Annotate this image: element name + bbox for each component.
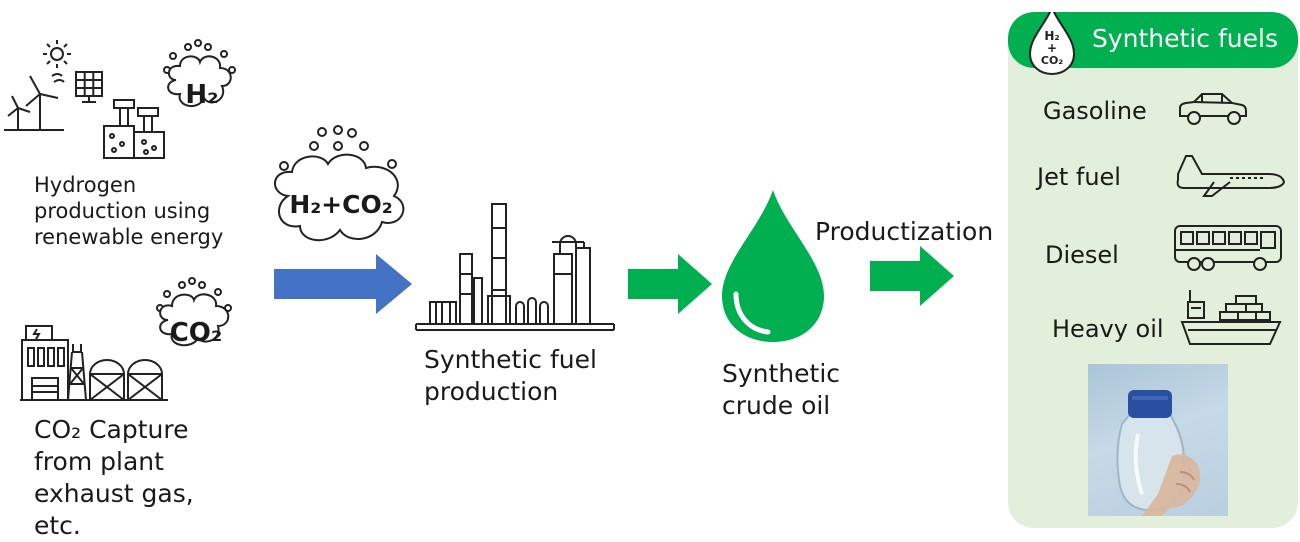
hydrogen-cloud-icon bbox=[163, 39, 236, 108]
crude-oil-caption: Synthetic crude oil bbox=[722, 359, 841, 420]
fuel-label-jet-fuel: Jet fuel bbox=[1037, 163, 1121, 191]
input-flow-arrow bbox=[274, 254, 412, 314]
crude-oil-drop-icon bbox=[722, 190, 824, 342]
car-icon bbox=[1179, 93, 1247, 125]
renewable-energy-illustration bbox=[4, 40, 165, 159]
productization-label: Productization bbox=[815, 217, 994, 246]
bus-icon bbox=[1174, 225, 1282, 271]
synthetic-fuels-panel: H₂ + CO₂ Synthetic fuels Gasoline Jet fu… bbox=[1008, 12, 1298, 528]
co2-cloud-icon bbox=[156, 277, 232, 347]
co2-capture-caption: CO₂ Capture from plant exhaust gas, etc. bbox=[34, 415, 194, 540]
mixed-gas-label: H₂+CO₂ bbox=[289, 190, 393, 219]
hydrogen-bubble-label: H₂ bbox=[185, 80, 219, 110]
productization-flow-arrow bbox=[870, 246, 954, 306]
solar-panel-icon bbox=[75, 71, 103, 103]
factory-icon bbox=[20, 325, 168, 401]
electrolyzer-icon bbox=[103, 99, 165, 159]
badge-plus: + bbox=[1047, 41, 1057, 55]
co2-bubble-label: CO₂ bbox=[169, 318, 223, 348]
panel-title: Synthetic fuels bbox=[1092, 24, 1278, 53]
refinery-icon bbox=[415, 203, 615, 331]
badge-co2: CO₂ bbox=[1041, 54, 1063, 67]
fuel-label-diesel: Diesel bbox=[1045, 241, 1119, 269]
synthetic-fuel-bottle-photo bbox=[1088, 364, 1228, 516]
badge-h2: H₂ bbox=[1044, 29, 1059, 43]
fuel-label-heavy-oil: Heavy oil bbox=[1052, 315, 1164, 343]
bottle-in-hand-image bbox=[1116, 390, 1201, 516]
production-flow-arrow bbox=[628, 254, 712, 314]
plant-caption: Synthetic fuel production bbox=[424, 345, 597, 406]
hydrogen-caption: Hydrogen production using renewable ener… bbox=[34, 173, 224, 249]
sun-icon bbox=[43, 40, 71, 68]
airplane-icon bbox=[1176, 155, 1286, 197]
fuel-label-gasoline: Gasoline bbox=[1043, 97, 1147, 125]
h2-co2-drop-icon: H₂ + CO₂ bbox=[1028, 12, 1076, 76]
mixed-gas-cloud-icon bbox=[274, 125, 405, 242]
ship-icon bbox=[1180, 290, 1282, 345]
wind-turbine-icon bbox=[4, 73, 65, 131]
